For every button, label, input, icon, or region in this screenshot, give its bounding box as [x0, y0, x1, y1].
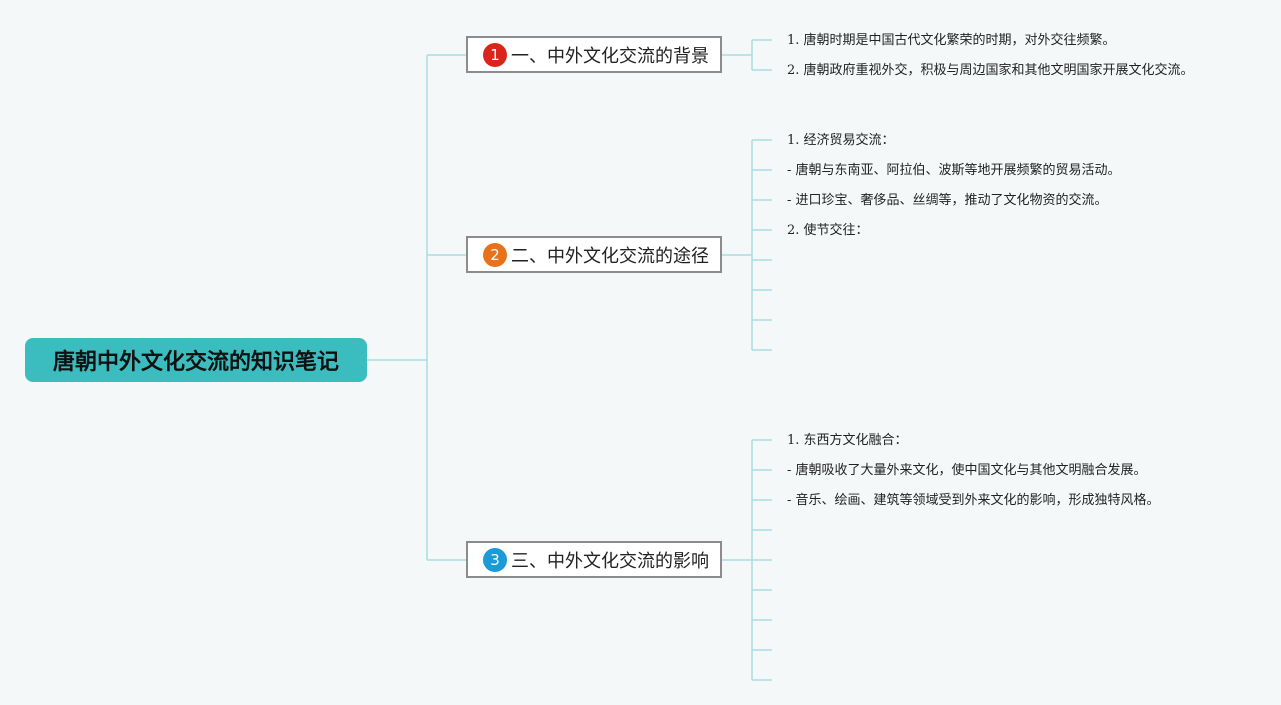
leaf-item[interactable]: - 进口珍宝、奢侈品、丝绸等，推动了文化物资的交流。 [787, 193, 1108, 208]
leaf-item[interactable]: 1. 经济贸易交流： [787, 133, 895, 148]
leaf-item[interactable]: 1. 唐朝时期是中国古代文化繁荣的时期，对外交往频繁。 [787, 33, 1116, 48]
branch-label: 一、中外文化交流的背景 [511, 45, 709, 67]
branch-label: 二、中外文化交流的途径 [511, 245, 709, 267]
leaf-item[interactable]: 2. 使节交往： [787, 223, 869, 238]
number-3-icon: 3 [483, 547, 507, 572]
leaf-item[interactable]: - 唐朝与东南亚、阿拉伯、波斯等地开展频繁的贸易活动。 [787, 163, 1121, 178]
number-2-icon: 2 [483, 242, 507, 267]
leaf-item[interactable]: - 唐朝吸收了大量外来文化，使中国文化与其他文明融合发展。 [787, 463, 1147, 478]
leaf-item[interactable]: 1. 东西方文化融合： [787, 433, 908, 448]
branch-channels[interactable]: 2 二、中外文化交流的途径 [466, 236, 722, 273]
branch-label: 三、中外文化交流的影响 [511, 550, 709, 572]
number-1-icon: 1 [483, 42, 507, 67]
leaf-item[interactable]: 2. 唐朝政府重视外交，积极与周边国家和其他文明国家开展文化交流。 [787, 63, 1194, 78]
branch-background[interactable]: 1 一、中外文化交流的背景 [466, 36, 722, 73]
branch-impact[interactable]: 3 三、中外文化交流的影响 [466, 541, 722, 578]
root-topic[interactable]: 唐朝中外文化交流的知识笔记 [25, 338, 367, 382]
leaf-item[interactable]: - 音乐、绘画、建筑等领域受到外来文化的影响，形成独特风格。 [787, 493, 1160, 508]
